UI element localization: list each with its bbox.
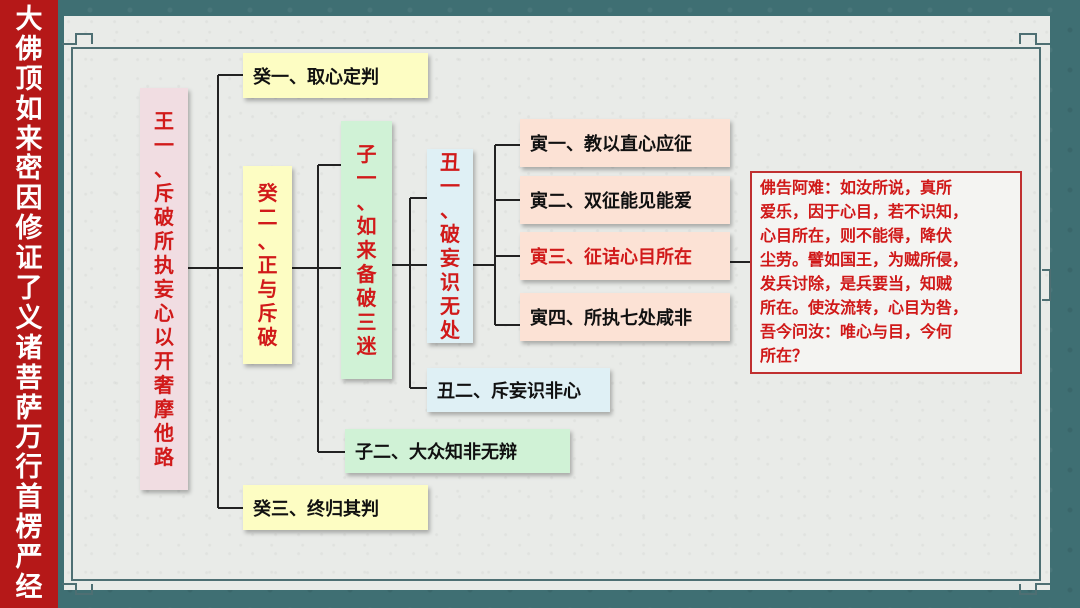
node-yin2-label: 寅二、双征能见能爱 xyxy=(530,191,692,212)
node-zi1: 子 一 、 如 来 备 破 三 迷 xyxy=(341,121,392,379)
side-title-char: 密 xyxy=(15,153,43,185)
node-zi1-char: 子 xyxy=(356,142,377,166)
node-yin3-label: 寅三、征诘心目所在 xyxy=(530,247,692,268)
side-title: 大 佛 顶 如 来 密 因 修 证 了 义 诸 菩 萨 万 行 首 楞 严 经 xyxy=(0,0,58,608)
root-char: 斥 xyxy=(154,181,174,205)
node-zi1-char: 备 xyxy=(356,262,377,286)
node-yin4: 寅四、所执七处咸非 xyxy=(520,293,730,341)
node-zi1-char: 如 xyxy=(356,214,377,238)
side-title-char: 因 xyxy=(15,183,43,215)
root-char: 一 xyxy=(154,133,174,157)
root-char: 心 xyxy=(154,301,174,325)
node-chou1-char: 一 xyxy=(440,174,460,198)
node-gui3-label: 癸三、终归其判 xyxy=(253,498,379,520)
quote-line: 心目所在，则不能得，降伏 xyxy=(760,226,953,245)
node-zi2: 子二、大众知非无辩 xyxy=(345,429,570,473)
side-title-char: 菩 xyxy=(15,362,43,394)
root-char: 妄 xyxy=(154,277,174,301)
root-char: 以 xyxy=(154,325,174,349)
side-title-char: 义 xyxy=(15,302,43,334)
side-title-char: 首 xyxy=(15,482,43,514)
side-title-char: 修 xyxy=(15,213,43,245)
node-zi1-char: 、 xyxy=(356,190,377,214)
root-char: 破 xyxy=(154,205,174,229)
node-chou1-char: 破 xyxy=(440,222,460,246)
side-title-char: 楞 xyxy=(15,512,43,544)
node-gui2-char: 与 xyxy=(257,277,278,301)
quote-box: 佛告阿难：如汝所说，真所 爱乐，因于心目，若不识知， 心目所在，则不能得，降伏 … xyxy=(750,171,1022,374)
quote-line: 所在。使汝流转，心目为咎， xyxy=(760,298,969,317)
node-gui2-char: 二 xyxy=(257,205,278,229)
node-gui2-char: 、 xyxy=(257,229,278,253)
node-gui2-char: 癸 xyxy=(257,181,278,205)
side-title-char: 诸 xyxy=(15,332,43,364)
quote-line: 尘劳。譬如国王，为贼所侵， xyxy=(760,250,969,269)
node-gui2: 癸 二 、 正 与 斥 破 xyxy=(243,166,292,364)
node-yin4-label: 寅四、所执七处咸非 xyxy=(530,308,692,329)
side-title-char: 如 xyxy=(15,93,43,125)
side-title-char: 了 xyxy=(15,273,43,305)
node-zi1-char: 三 xyxy=(356,310,377,334)
quote-line: 吾今问汝：唯心与目，今何 xyxy=(760,322,953,341)
quote-line: 佛告阿难：如汝所说，真所 xyxy=(760,178,953,197)
side-title-char: 万 xyxy=(15,422,43,454)
node-chou1-char: 丑 xyxy=(440,150,460,174)
side-title-char: 大 xyxy=(15,4,43,35)
root-char: 王 xyxy=(154,109,174,133)
root-char: 奢 xyxy=(154,373,174,397)
node-chou1-char: 识 xyxy=(440,270,460,294)
node-yin1: 寅一、教以直心应征 xyxy=(520,119,730,167)
node-zi1-char: 一 xyxy=(356,166,377,190)
node-gui1: 癸一、取心定判 xyxy=(243,53,428,98)
node-chou2-label: 丑二、斥妄识非心 xyxy=(437,381,581,402)
node-gui3: 癸三、终归其判 xyxy=(243,485,428,530)
quote-line: 发兵讨除，是兵要当，知贼 xyxy=(760,274,953,293)
node-gui2-char: 斥 xyxy=(257,301,278,325)
side-title-char: 萨 xyxy=(15,392,43,424)
node-zi1-char: 破 xyxy=(356,286,377,310)
root-char: 他 xyxy=(154,421,174,445)
side-title-char: 严 xyxy=(15,542,43,574)
node-yin1-label: 寅一、教以直心应征 xyxy=(530,134,692,155)
root-char: 、 xyxy=(154,157,174,181)
node-chou2: 丑二、斥妄识非心 xyxy=(427,368,610,412)
side-title-char: 佛 xyxy=(15,33,43,65)
side-title-char: 来 xyxy=(15,123,43,155)
side-title-char: 经 xyxy=(15,571,43,603)
side-title-char: 顶 xyxy=(15,63,43,95)
node-yin3: 寅三、征诘心目所在 xyxy=(520,232,730,280)
node-chou1-char: 处 xyxy=(440,318,460,342)
node-chou1-char: 、 xyxy=(440,198,460,222)
node-gui2-char: 破 xyxy=(257,325,278,349)
node-chou1: 丑 一 、 破 妄 识 无 处 xyxy=(427,149,473,343)
node-zi1-char: 迷 xyxy=(356,334,377,358)
node-zi2-label: 子二、大众知非无辩 xyxy=(355,442,517,463)
side-title-char: 行 xyxy=(15,452,43,484)
root-char: 所 xyxy=(154,229,174,253)
side-title-char: 证 xyxy=(15,243,43,275)
quote-line: 所在？ xyxy=(760,346,809,365)
node-gui2-char: 正 xyxy=(257,253,278,277)
node-chou1-char: 妄 xyxy=(440,246,460,270)
node-zi1-char: 来 xyxy=(356,238,377,262)
node-chou1-char: 无 xyxy=(440,294,460,318)
node-gui1-label: 癸一、取心定判 xyxy=(253,66,379,88)
node-yin2: 寅二、双征能见能爱 xyxy=(520,176,730,224)
root-char: 开 xyxy=(154,349,174,373)
root-char: 摩 xyxy=(154,397,174,421)
root-char: 路 xyxy=(154,445,174,469)
root-node: 王 一 、 斥 破 所 执 妄 心 以 开 奢 摩 他 路 xyxy=(140,88,188,490)
quote-line: 爱乐，因于心目，若不识知， xyxy=(760,202,969,221)
root-char: 执 xyxy=(154,253,174,277)
